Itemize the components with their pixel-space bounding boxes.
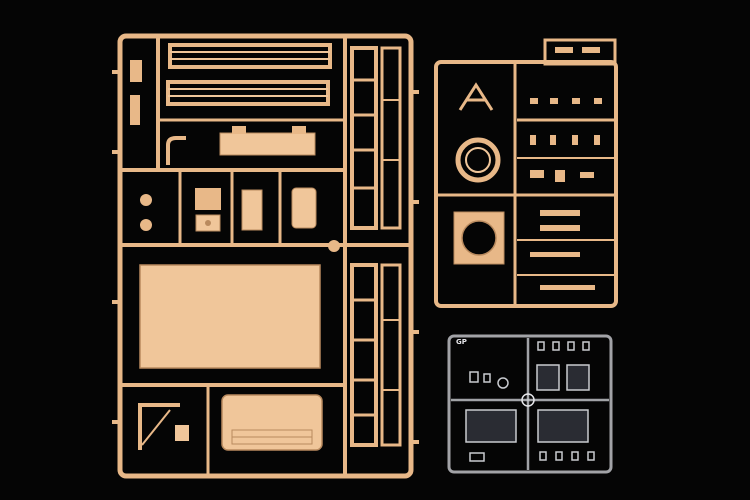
small-part xyxy=(175,425,189,441)
bar-part-detail xyxy=(292,126,306,134)
clear-sprue-gate xyxy=(521,393,535,407)
large-sprue xyxy=(112,33,419,479)
bar-part xyxy=(219,132,316,156)
clear-window-part xyxy=(465,409,517,443)
ring-plate-hole xyxy=(461,220,497,256)
large-sprue-frame xyxy=(117,33,414,479)
large-panel-part xyxy=(139,264,321,369)
small-part xyxy=(555,47,573,53)
small-part xyxy=(582,47,600,53)
grille-housing-part xyxy=(221,394,323,451)
small-part xyxy=(130,95,140,125)
ring-part-inner xyxy=(465,147,491,173)
small-parts-grid xyxy=(530,98,602,290)
clear-window-part xyxy=(537,409,589,443)
small-part xyxy=(130,60,142,82)
bracket-part xyxy=(138,403,180,450)
panel-part xyxy=(241,189,263,231)
ring-part xyxy=(455,137,501,183)
bracket-part xyxy=(141,409,171,446)
box-part xyxy=(195,188,221,210)
sprue-gate xyxy=(328,240,340,252)
grille-part xyxy=(168,43,332,69)
wheel-part xyxy=(140,219,152,231)
box-hole xyxy=(205,220,211,226)
small-sprue xyxy=(434,38,618,308)
aframe-part xyxy=(458,82,494,111)
clear-sprue-label: GP xyxy=(456,338,467,346)
panel-part xyxy=(291,187,317,229)
small-sprue-tab xyxy=(543,38,617,66)
ladder-part xyxy=(380,263,402,447)
clear-sprue: GP xyxy=(447,334,613,474)
clear-pane-part xyxy=(566,364,590,391)
ladder-part xyxy=(350,46,378,230)
clear-sprue-frame xyxy=(447,334,613,474)
wheel-part xyxy=(140,194,152,206)
pipe-part xyxy=(166,136,186,165)
bar-part-detail xyxy=(232,126,246,134)
small-sprue-frame xyxy=(434,60,618,308)
ladder-part xyxy=(350,263,378,447)
grille-part xyxy=(166,80,330,106)
sprue-nubs xyxy=(112,70,419,444)
clear-small-parts xyxy=(469,341,595,462)
clear-pane-part xyxy=(536,364,560,391)
ladder-part xyxy=(380,46,402,230)
